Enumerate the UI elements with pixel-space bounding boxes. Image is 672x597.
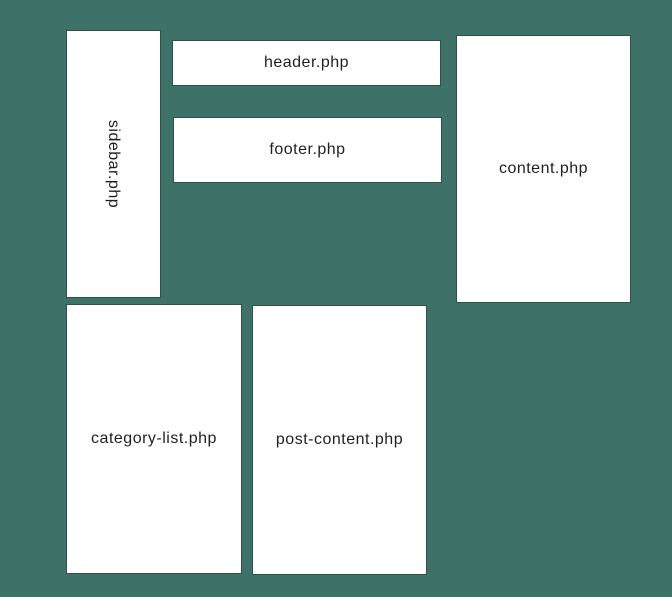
post-content-php-label: post-content.php [275, 431, 404, 448]
header-php-box: header.php [172, 40, 441, 86]
footer-php-box: footer.php [173, 117, 442, 183]
content-php-label: content.php [498, 160, 589, 177]
post-content-php-box: post-content.php [252, 305, 427, 575]
content-php-box: content.php [456, 35, 631, 303]
category-list-php-box: category-list.php [66, 304, 242, 574]
sidebar-php-label: sidebar.php [105, 119, 123, 209]
sidebar-php-box: sidebar.php [66, 30, 161, 298]
category-list-php-label: category-list.php [91, 430, 217, 447]
header-php-label: header.php [263, 54, 350, 71]
footer-php-label: footer.php [269, 141, 346, 158]
